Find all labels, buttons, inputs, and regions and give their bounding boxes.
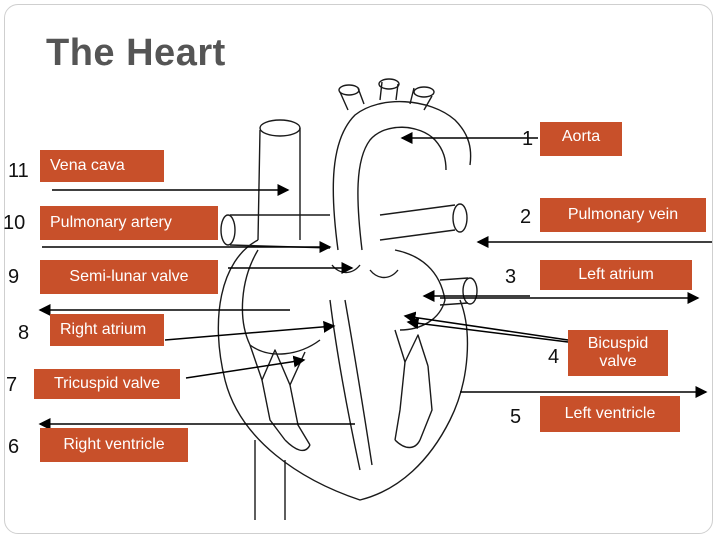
number-5: 5	[510, 406, 522, 428]
right-arrows	[400, 132, 712, 398]
label-aorta: Aorta	[540, 122, 622, 156]
label-vena-cava: Vena cava	[40, 150, 164, 182]
bicuspid-valve-shape	[394, 329, 429, 367]
left-arrows	[38, 184, 355, 430]
arrow-4b	[406, 317, 569, 343]
number-4: 4	[548, 346, 560, 368]
label-right-ventricle: Right ventricle	[40, 428, 188, 462]
arrow-7	[185, 355, 306, 379]
heart-drawing	[217, 78, 478, 520]
label-semi-lunar-valve: Semi-lunar valve	[40, 260, 218, 294]
label-left-atrium: Left atrium	[540, 260, 692, 290]
label-pulmonary-vein: Pulmonary vein	[540, 198, 706, 232]
label-bicuspid-valve: Bicuspid valve	[568, 330, 668, 376]
arrow-4	[403, 311, 569, 341]
number-8: 8	[18, 322, 30, 344]
number-10: 10	[3, 212, 26, 234]
number-9: 9	[8, 266, 20, 288]
label-left-ventricle: Left ventricle	[540, 396, 680, 432]
number-1: 1	[522, 128, 534, 150]
number-3: 3	[505, 266, 517, 288]
number-7: 7	[6, 374, 18, 396]
tricuspid-valve-shape	[249, 344, 306, 386]
number-6: 6	[8, 436, 20, 458]
label-right-atrium: Right atrium	[50, 314, 164, 346]
slide-title: The Heart	[46, 32, 226, 74]
label-pulmonary-artery: Pulmonary artery	[40, 206, 218, 240]
arrow-8	[164, 320, 336, 341]
number-2: 2	[520, 206, 532, 228]
number-11: 11	[8, 160, 29, 182]
label-tricuspid-valve: Tricuspid valve	[34, 369, 180, 399]
superior-vena-cava	[257, 128, 301, 241]
slide-frame	[4, 4, 713, 534]
